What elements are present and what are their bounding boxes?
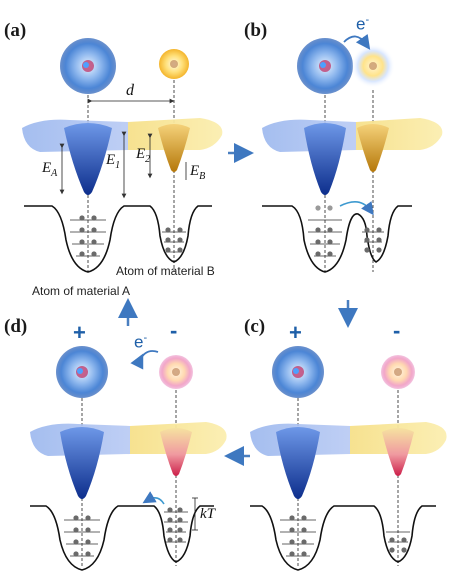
panel-label-d: (d) [4, 316, 28, 337]
caption-atom-b: Atom of material B [116, 264, 215, 278]
minus-sign-d: - [170, 318, 178, 343]
panel-label-b: (b) [244, 20, 268, 41]
panel-a-graphics [22, 38, 223, 273]
minus-sign-c: - [393, 318, 401, 343]
funnel-b [158, 124, 190, 172]
plus-sign-d: + [73, 320, 86, 345]
panel-d-graphics [30, 346, 227, 571]
funnel-a [64, 123, 112, 195]
panel-label-a: (a) [4, 20, 27, 41]
energy-label-e2: E2 [136, 146, 151, 165]
transition-arrows [118, 143, 358, 466]
distance-label: d [126, 82, 134, 99]
electron-label-d: e- [134, 332, 148, 352]
plus-sign-c: + [289, 320, 302, 345]
caption-atom-a: Atom of material A [32, 284, 131, 298]
electron-label-b: e- [356, 14, 370, 34]
panel-label-c: (c) [244, 316, 266, 337]
energy-label-e1: E1 [106, 152, 121, 171]
energy-label-ea: EA [42, 160, 58, 179]
kt-label: kT [200, 506, 215, 522]
panel-c-graphics [250, 346, 447, 571]
energy-label-eb: EB [190, 163, 206, 182]
panel-b-graphics [262, 33, 443, 273]
